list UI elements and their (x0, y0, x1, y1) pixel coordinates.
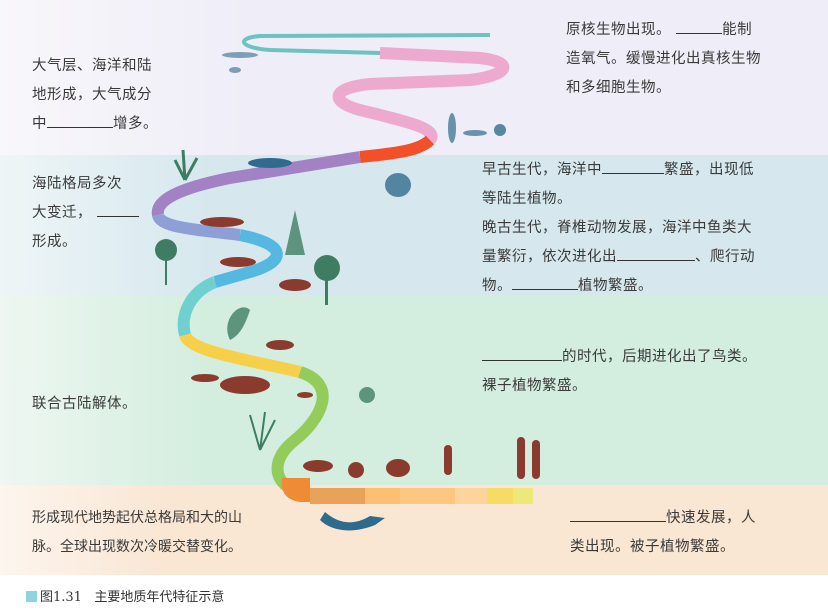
note-line: 类出现。被子植物繁盛。 (570, 539, 735, 555)
fill-blank[interactable] (602, 157, 664, 174)
note-line: 裸子植物繁盛。 (482, 378, 587, 394)
fish-icon (248, 158, 292, 168)
figure-title: 主要地质年代特征示意 (94, 590, 225, 605)
note-line: 海陆格局多次 (32, 176, 122, 192)
note-line: 等陆生植物。 (482, 191, 572, 207)
cenozoic-bar (281, 478, 533, 504)
time-ribbon (151, 33, 510, 494)
cenozoic-life-note: 快速发展，人 类出现。被子植物繁盛。 (570, 504, 756, 562)
note-line: 原核生物出现。 能制 (566, 16, 761, 45)
ape-icon (386, 459, 410, 477)
mesozoic-life-note: 的时代，后期进化出了鸟类。 裸子植物繁盛。 (482, 343, 757, 401)
note-text: 大变迁， (32, 205, 92, 221)
archean-life-note: 原核生物出现。 能制 造氧气。缓慢进化出真核生物 和多细胞生物。 (566, 16, 761, 103)
note-line: 早古生代，海洋中 繁盛，出现低 (482, 156, 755, 185)
note-text: 能制 (722, 22, 753, 38)
early-human-icon (444, 445, 452, 475)
amphibian-icon (200, 217, 244, 227)
note-text: 原核生物出现。 (566, 22, 671, 38)
note-text: 的时代，后期进化出了鸟类。 (562, 349, 757, 365)
note-line: 形成。 (32, 234, 77, 250)
note-line: 大变迁， (32, 199, 140, 228)
jellyfish-icon (494, 124, 506, 136)
primate-icon (348, 462, 364, 478)
tree-icon (314, 255, 340, 281)
paleozoic-band (0, 155, 828, 295)
fill-blank[interactable] (617, 244, 695, 261)
note-text: 中 (32, 116, 47, 132)
reptile-icon (220, 257, 256, 267)
fern-icon (227, 307, 250, 340)
trilobite-icon (385, 173, 411, 197)
note-line: 造氧气。缓慢进化出真核生物 (566, 51, 761, 67)
note-text: 物。 (482, 278, 512, 294)
paleozoic-geology-note: 海陆格局多次 大变迁， 形成。 (32, 170, 140, 257)
note-text: 快速发展，人 (666, 510, 756, 526)
note-line: 快速发展，人 (570, 504, 756, 533)
note-text: 量繁衍，依次进化出 (482, 249, 617, 265)
note-line: 和多细胞生物。 (566, 80, 671, 96)
fill-blank[interactable] (97, 200, 140, 217)
plants (155, 149, 375, 451)
fill-blank[interactable] (676, 17, 723, 34)
note-text: 植物繁盛。 (578, 278, 653, 294)
whale-icon (320, 512, 385, 531)
archean-atmosphere-note: 大气层、海洋和陆 地形成，大气成分 中 增多。 (32, 52, 158, 139)
figure-caption: 图1.31 主要地质年代特征示意 (26, 586, 224, 605)
fill-blank[interactable] (570, 505, 666, 522)
note-text: 、爬行动 (695, 249, 755, 265)
note-line: 中 增多。 (32, 110, 158, 139)
note-text: 早古生代，海洋中 (482, 162, 602, 178)
note-text: 增多。 (113, 116, 158, 132)
note-text: 繁盛，出现低 (664, 162, 754, 178)
note-line: 量繁衍，依次进化出 、爬行动 (482, 243, 755, 272)
note-line: 的时代，后期进化出了鸟类。 (482, 343, 757, 372)
human-icon (532, 440, 540, 479)
caption-marker-icon (26, 591, 37, 602)
note-line: 脉。全球出现数次冷暖交替变化。 (32, 539, 242, 555)
mesozoic-band (0, 295, 828, 485)
horse-icon (303, 460, 333, 472)
bird-icon (266, 340, 294, 350)
fill-blank[interactable] (512, 273, 578, 290)
marine-organisms (222, 52, 506, 531)
note-line: 联合古陆解体。 (32, 396, 137, 412)
paleozoic-life-note: 早古生代，海洋中 繁盛，出现低 等陆生植物。 晚古生代，脊椎动物发展，海洋中鱼类大… (482, 156, 755, 301)
fill-blank[interactable] (47, 111, 113, 128)
note-line: 晚古生代，脊椎动物发展，海洋中鱼类大 (482, 220, 752, 236)
dinosaur-icon (220, 376, 270, 394)
cenozoic-geology-note: 形成现代地势起伏总格局和大的山 脉。全球出现数次冷暖交替变化。 (32, 504, 242, 562)
mesozoic-geology-note: 联合古陆解体。 (32, 390, 137, 419)
note-line: 物。 植物繁盛。 (482, 272, 755, 301)
human-icon (517, 437, 525, 479)
figure-number: 图1.31 (40, 590, 82, 605)
note-line: 形成现代地势起伏总格局和大的山 (32, 510, 242, 526)
mammal-like-reptile-icon (279, 279, 311, 291)
note-line: 大气层、海洋和陆 (32, 58, 152, 74)
fill-blank[interactable] (482, 344, 562, 361)
tree-icon (155, 239, 177, 261)
note-line: 地形成，大气成分 (32, 87, 152, 103)
land-animals (191, 217, 540, 479)
